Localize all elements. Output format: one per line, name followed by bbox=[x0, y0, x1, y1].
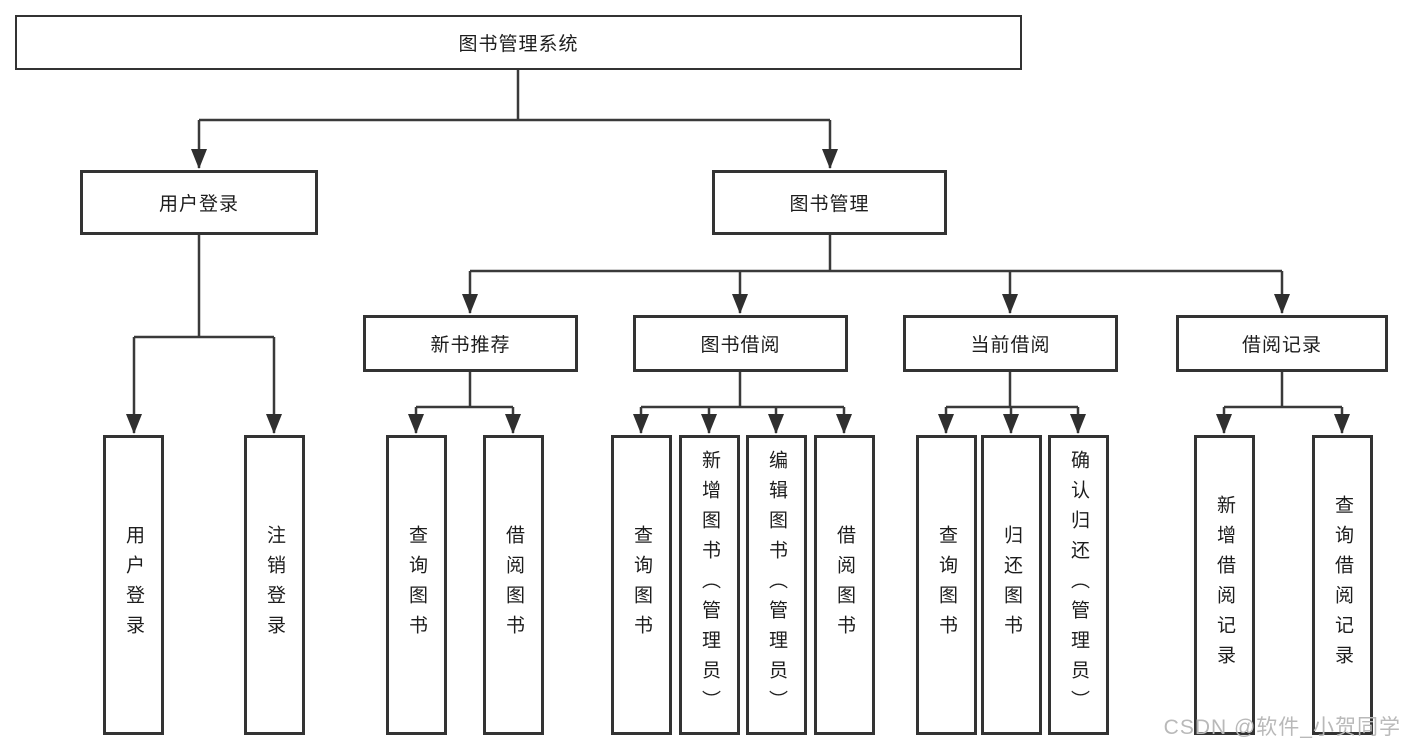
node-leaf-add-book-admin: 新增图书（管理员） bbox=[679, 435, 740, 735]
node-label: 图书管理 bbox=[789, 194, 870, 215]
node-leaf-confirm-return-admin: 确认归还（管理员） bbox=[1048, 435, 1109, 735]
node-label: 查询图书 bbox=[631, 525, 652, 645]
node-label: 归还图书 bbox=[1001, 525, 1022, 645]
node-leaf-query-borrow-record: 查询借阅记录 bbox=[1312, 435, 1373, 735]
node-leaf-return-book: 归还图书 bbox=[981, 435, 1042, 735]
node-label: 注销登录 bbox=[264, 525, 285, 645]
node-label: 新增借阅记录 bbox=[1214, 495, 1235, 675]
node-leaf-borrow-books-borrowing: 借阅图书 bbox=[814, 435, 875, 735]
connector-records-children bbox=[1216, 372, 1350, 434]
node-leaf-logout: 注销登录 bbox=[244, 435, 305, 735]
node-book-management-branch: 图书管理 bbox=[712, 170, 947, 235]
node-label: 图书借阅 bbox=[700, 335, 781, 356]
connector-user-login-children bbox=[126, 235, 282, 434]
node-label: 查询借阅记录 bbox=[1332, 495, 1353, 675]
node-label: 借阅图书 bbox=[834, 525, 855, 645]
node-label: 用户登录 bbox=[123, 525, 144, 645]
node-borrow-records: 借阅记录 bbox=[1176, 315, 1388, 372]
connector-borrowing-children bbox=[633, 372, 852, 434]
node-label: 编辑图书（管理员） bbox=[766, 450, 787, 720]
csdn-watermark: CSDN @软件_小贺同学 bbox=[1163, 716, 1401, 739]
node-book-borrowing: 图书借阅 bbox=[633, 315, 848, 372]
node-label: 借阅记录 bbox=[1241, 335, 1322, 356]
node-leaf-add-borrow-record: 新增借阅记录 bbox=[1194, 435, 1255, 735]
connector-current-borrow-children bbox=[938, 372, 1086, 434]
node-leaf-query-books-recommend: 查询图书 bbox=[386, 435, 447, 735]
node-new-book-recommend: 新书推荐 bbox=[363, 315, 578, 372]
node-leaf-query-books-current: 查询图书 bbox=[916, 435, 977, 735]
node-leaf-edit-book-admin: 编辑图书（管理员） bbox=[746, 435, 807, 735]
node-user-login-branch: 用户登录 bbox=[80, 170, 318, 235]
node-leaf-query-books-borrowing: 查询图书 bbox=[611, 435, 672, 735]
node-label: 查询图书 bbox=[406, 525, 427, 645]
node-label: 图书管理系统 bbox=[458, 34, 579, 55]
connector-book-mgmt-to-level3 bbox=[462, 235, 1290, 314]
node-label: 查询图书 bbox=[936, 525, 957, 645]
node-label: 借阅图书 bbox=[503, 525, 524, 645]
node-label: 新书推荐 bbox=[430, 335, 511, 356]
node-label: 当前借阅 bbox=[970, 335, 1051, 356]
connector-newbook-children bbox=[408, 372, 521, 434]
node-root-library-system: 图书管理系统 bbox=[15, 15, 1022, 70]
node-leaf-borrow-books-recommend: 借阅图书 bbox=[483, 435, 544, 735]
node-current-borrowing: 当前借阅 bbox=[903, 315, 1118, 372]
node-label: 新增图书（管理员） bbox=[699, 450, 720, 720]
node-label: 确认归还（管理员） bbox=[1068, 450, 1089, 720]
node-leaf-user-login: 用户登录 bbox=[103, 435, 164, 735]
node-label: 用户登录 bbox=[158, 194, 239, 215]
connector-root-to-level2 bbox=[191, 70, 838, 169]
